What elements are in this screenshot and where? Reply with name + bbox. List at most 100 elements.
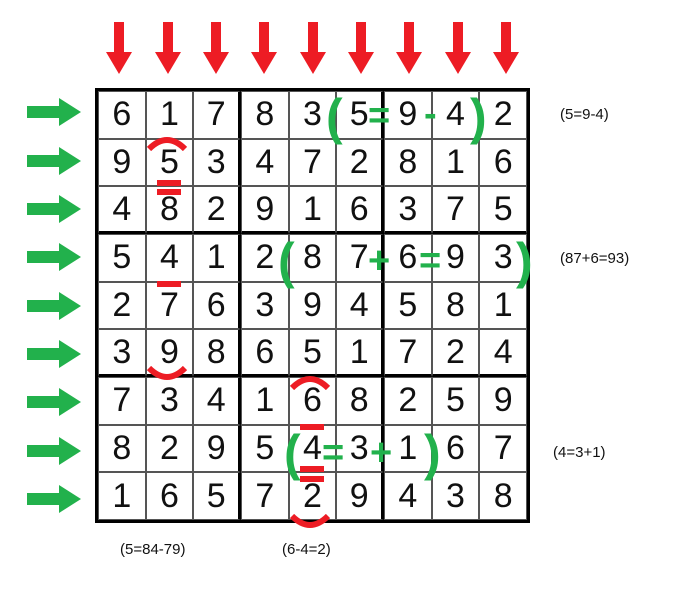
close-paren: ) — [424, 425, 441, 481]
cell-r9c8[interactable]: 3 — [431, 472, 480, 520]
cell-r6c6[interactable]: 1 — [336, 329, 384, 377]
cell-r5c7[interactable]: 5 — [384, 281, 432, 330]
cell-r5c3[interactable]: 6 — [193, 281, 241, 330]
cell-r8c7[interactable]: 1 — [384, 424, 432, 473]
cell-r4c2[interactable]: 4 — [145, 234, 194, 282]
down-arrow-icon — [251, 22, 278, 74]
cell-r1c9[interactable]: 2 — [479, 91, 527, 139]
cell-r1c2[interactable]: 1 — [145, 91, 194, 139]
equals-sign: = — [419, 240, 442, 282]
cell-r3c6[interactable]: 6 — [336, 186, 384, 234]
cell-r4c1[interactable]: 5 — [98, 234, 146, 282]
cell-r9c9[interactable]: 8 — [479, 472, 527, 520]
cell-r6c4[interactable]: 6 — [241, 329, 289, 377]
cell-r6c5[interactable]: 5 — [288, 329, 337, 377]
right-arrow-icon — [27, 388, 81, 417]
cell-r8c3[interactable]: 9 — [193, 424, 241, 473]
cell-r1c8[interactable]: 4 — [431, 91, 480, 139]
cell-r6c1[interactable]: 3 — [98, 329, 146, 377]
right-arrow-icon — [27, 146, 81, 175]
cell-r8c6[interactable]: 3 — [336, 424, 384, 473]
cell-r2c1[interactable]: 9 — [98, 138, 146, 187]
cell-r1c6[interactable]: 5 — [336, 91, 384, 139]
cell-r6c3[interactable]: 8 — [193, 329, 241, 377]
cell-r3c7[interactable]: 3 — [384, 186, 432, 234]
cell-r3c2[interactable]: 8 — [145, 186, 194, 234]
cell-r9c3[interactable]: 5 — [193, 472, 241, 520]
red-close-arc — [290, 514, 330, 528]
cell-r9c6[interactable]: 9 — [336, 472, 384, 520]
cell-r5c8[interactable]: 8 — [431, 281, 480, 330]
equals-sign: = — [322, 432, 345, 474]
right-arrow-icon — [27, 98, 81, 127]
cell-r6c9[interactable]: 4 — [479, 329, 527, 377]
cell-r2c9[interactable]: 6 — [479, 138, 527, 187]
cell-r2c5[interactable]: 7 — [288, 138, 337, 187]
cell-r1c1[interactable]: 6 — [98, 91, 146, 139]
cell-r9c5[interactable]: 2 — [288, 472, 337, 520]
right-arrow-icon — [27, 291, 81, 320]
red-close-arc — [147, 366, 187, 380]
cell-r8c4[interactable]: 5 — [241, 424, 289, 473]
cell-r2c8[interactable]: 1 — [431, 138, 480, 187]
down-arrow-icon — [396, 22, 423, 74]
cell-r9c2[interactable]: 6 — [145, 472, 194, 520]
cell-r7c2[interactable]: 3 — [145, 377, 194, 425]
cell-r5c2[interactable]: 7 — [145, 281, 194, 330]
red-minus — [300, 424, 324, 430]
cell-r2c4[interactable]: 4 — [241, 138, 289, 187]
cell-r4c9[interactable]: 3 — [479, 234, 527, 282]
cell-r1c7[interactable]: 9 — [384, 91, 432, 139]
cell-r2c6[interactable]: 2 — [336, 138, 384, 187]
cell-r1c3[interactable]: 7 — [193, 91, 241, 139]
cell-r5c4[interactable]: 3 — [241, 281, 289, 330]
cell-r4c7[interactable]: 6 — [384, 234, 432, 282]
cell-r5c1[interactable]: 2 — [98, 281, 146, 330]
cell-r7c6[interactable]: 8 — [336, 377, 384, 425]
cell-r2c7[interactable]: 8 — [384, 138, 432, 187]
red-equals-top — [157, 180, 181, 186]
cell-r7c4[interactable]: 1 — [241, 377, 289, 425]
cell-r4c5[interactable]: 8 — [288, 234, 337, 282]
cell-r3c3[interactable]: 2 — [193, 186, 241, 234]
minus-sign: - — [424, 93, 437, 135]
cell-r8c9[interactable]: 7 — [479, 424, 527, 473]
cell-r7c1[interactable]: 7 — [98, 377, 146, 425]
cell-r9c7[interactable]: 4 — [384, 472, 432, 520]
cell-r5c9[interactable]: 1 — [479, 281, 527, 330]
column-note: (6-4=2) — [282, 541, 331, 558]
cell-r4c6[interactable]: 7 — [336, 234, 384, 282]
down-arrow-icon — [299, 22, 326, 74]
cell-r8c8[interactable]: 6 — [431, 424, 480, 473]
row-note: (87+6=93) — [560, 250, 630, 267]
cell-r7c8[interactable]: 5 — [431, 377, 480, 425]
red-open-arc — [147, 137, 187, 151]
cell-r3c1[interactable]: 4 — [98, 186, 146, 234]
cell-r4c3[interactable]: 1 — [193, 234, 241, 282]
cell-r6c8[interactable]: 2 — [431, 329, 480, 377]
cell-r5c6[interactable]: 4 — [336, 281, 384, 330]
cell-r5c5[interactable]: 9 — [288, 281, 337, 330]
cell-r3c5[interactable]: 1 — [288, 186, 337, 234]
red-open-arc — [290, 376, 330, 390]
cell-r8c2[interactable]: 2 — [145, 424, 194, 473]
down-arrow-icon — [154, 22, 181, 74]
cell-r7c3[interactable]: 4 — [193, 377, 241, 425]
cell-r3c9[interactable]: 5 — [479, 186, 527, 234]
cell-r4c4[interactable]: 2 — [241, 234, 289, 282]
cell-r7c9[interactable]: 9 — [479, 377, 527, 425]
close-paren: ) — [470, 89, 487, 145]
equals-sign: = — [368, 95, 391, 137]
cell-r3c8[interactable]: 7 — [431, 186, 480, 234]
cell-r9c4[interactable]: 7 — [241, 472, 289, 520]
cell-r9c1[interactable]: 1 — [98, 472, 146, 520]
cell-r2c3[interactable]: 3 — [193, 138, 241, 187]
cell-r3c4[interactable]: 9 — [241, 186, 289, 234]
cell-r1c4[interactable]: 8 — [241, 91, 289, 139]
cell-r1c5[interactable]: 3 — [288, 91, 337, 139]
cell-r4c8[interactable]: 9 — [431, 234, 480, 282]
cell-r7c7[interactable]: 2 — [384, 377, 432, 425]
plus-sign: + — [368, 240, 391, 282]
cell-r8c1[interactable]: 8 — [98, 424, 146, 473]
cell-r6c7[interactable]: 7 — [384, 329, 432, 377]
